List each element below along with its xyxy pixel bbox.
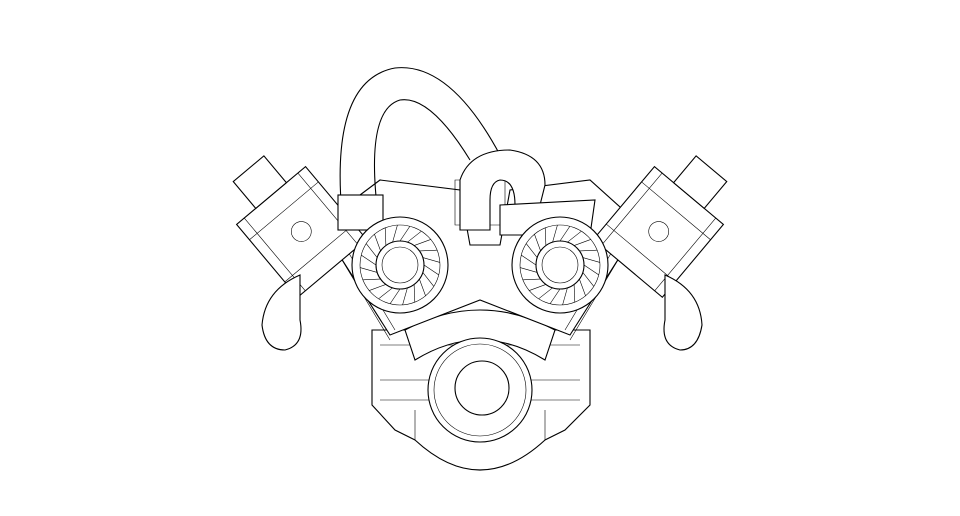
fan-blade [423,264,439,276]
fan-blade [579,279,586,296]
fan-blade [414,239,431,246]
crank-pulley [427,337,533,443]
fan-blade [529,284,546,291]
fan-blade [369,284,386,291]
fan-blade [419,249,438,252]
left-cylinder-bank [232,155,368,299]
fan-blade [574,239,591,246]
fan-blade [362,278,381,281]
fan-blade [520,267,538,273]
right-cylinder-bank [592,155,728,299]
fan-blade [567,230,582,243]
fan-blade [525,243,538,258]
fan-blade [360,267,378,273]
left-drop-fitting [261,274,302,351]
fan-blade [583,264,599,276]
fan-blade [402,287,408,305]
fan-blade [407,230,422,243]
fan-blade [582,257,600,263]
fan-blade [389,288,401,304]
fan-blade [378,287,393,300]
fan-blade [579,249,598,252]
fan-blade [374,234,381,251]
fan-blade [559,226,571,242]
fan-blade [534,234,541,251]
right-fan [511,216,609,314]
fan-blade [365,243,378,258]
fan-blade [392,225,398,243]
fan-blade [522,278,541,281]
fan-blade [562,287,568,305]
fan-blade [384,227,387,246]
fan-blade [582,272,595,287]
fan-blade [552,225,558,243]
fan-blade [419,279,426,296]
fan-blade [399,226,411,242]
fan-blade [573,284,576,303]
intake-pipes [337,67,596,236]
fan-blade [422,257,440,263]
fan-blade [544,227,547,246]
fan-blade [538,287,553,300]
fan-blade [422,272,435,287]
fan-blade [361,254,377,266]
right-drop-fitting [663,274,703,351]
fan-blade [549,288,561,304]
fan-blade [413,284,416,303]
fan-blade [521,254,537,266]
left-fan [351,216,449,314]
